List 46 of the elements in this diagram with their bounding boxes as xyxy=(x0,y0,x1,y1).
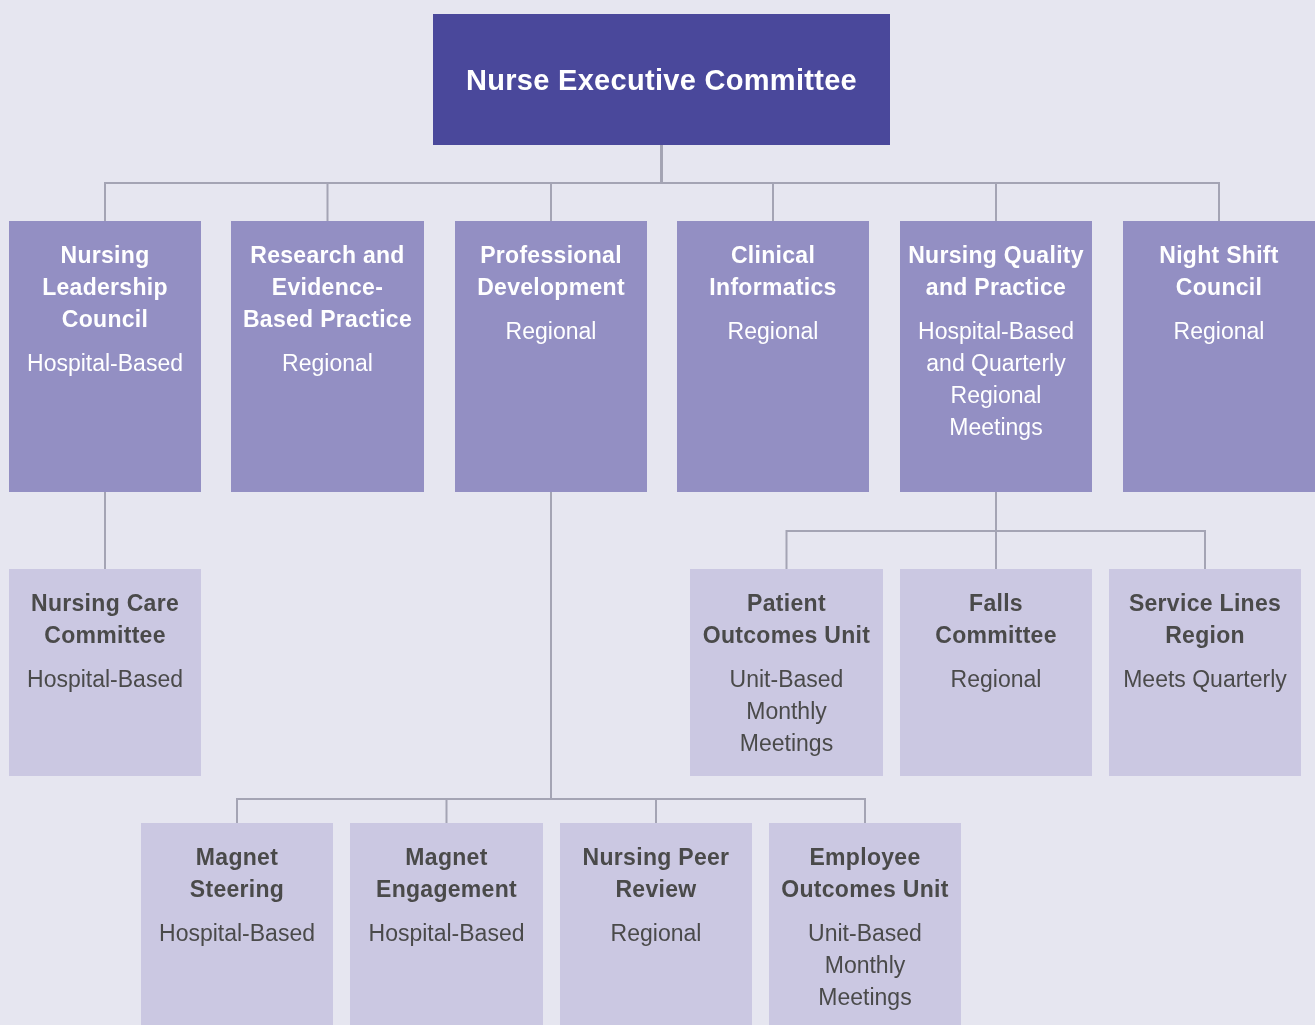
box-title: Magnet Steering xyxy=(188,843,286,904)
box-subtitle: Hospital-Based xyxy=(27,665,183,694)
box-title: Falls Committee xyxy=(934,589,1058,650)
box-subtitle: Hospital-Based xyxy=(27,349,183,378)
council-box xyxy=(455,221,647,492)
box-title: Night Shift Council xyxy=(1158,241,1280,302)
box-title: Service Lines Region xyxy=(1127,589,1283,650)
connector-line xyxy=(995,491,1206,570)
box-subtitle: Regional xyxy=(1173,317,1265,346)
council-box xyxy=(231,221,424,492)
box-subtitle: Hospital-Based xyxy=(368,919,525,948)
subcommittee-box xyxy=(769,823,961,1025)
subcommittee-box xyxy=(350,823,543,1025)
box-title: Employee Outcomes Unit xyxy=(780,843,950,904)
council-box xyxy=(1123,221,1315,492)
box-title: Professional Development xyxy=(476,241,626,302)
subcommittee-box xyxy=(141,823,333,1025)
box-title: Nursing Quality and Practice xyxy=(908,241,1084,302)
box-subtitle: Unit-Based Monthly Meetings xyxy=(807,919,923,1012)
box-title: Nurse Executive Committee xyxy=(465,63,858,96)
box-subtitle: Regional xyxy=(610,919,702,948)
subcommittee-box xyxy=(560,823,752,1025)
box-subtitle: Regional xyxy=(950,665,1042,694)
box-title: Nursing Peer Review xyxy=(581,843,731,904)
subcommittee-box xyxy=(9,569,201,776)
council-box xyxy=(900,221,1092,492)
box-subtitle: Meets Quarterly xyxy=(1123,665,1287,694)
box-subtitle: Regional xyxy=(282,349,373,378)
box-subtitle: Regional xyxy=(505,317,597,346)
subcommittee-box xyxy=(1109,569,1301,776)
box-title: Magnet Engagement xyxy=(375,843,518,904)
box-subtitle: Regional xyxy=(727,317,819,346)
box-title: Clinical Informatics xyxy=(708,241,838,302)
connector-line xyxy=(104,491,106,570)
council-box xyxy=(677,221,869,492)
box-title: Research and Evidence-Based Practice xyxy=(241,241,414,334)
committee-box xyxy=(433,14,890,145)
box-title: Nursing Leadership Council xyxy=(41,241,169,334)
subcommittee-box xyxy=(690,569,883,776)
box-subtitle: Unit-Based Monthly Meetings xyxy=(728,665,845,758)
council-box xyxy=(9,221,201,492)
box-subtitle: Hospital-Based xyxy=(159,919,315,948)
box-subtitle: Hospital-Based and Quarterly Regional Meetings xyxy=(917,317,1075,442)
subcommittee-box xyxy=(900,569,1092,776)
box-title: Patient Outcomes Unit xyxy=(701,589,872,650)
box-title: Nursing Care Committee xyxy=(30,589,180,650)
